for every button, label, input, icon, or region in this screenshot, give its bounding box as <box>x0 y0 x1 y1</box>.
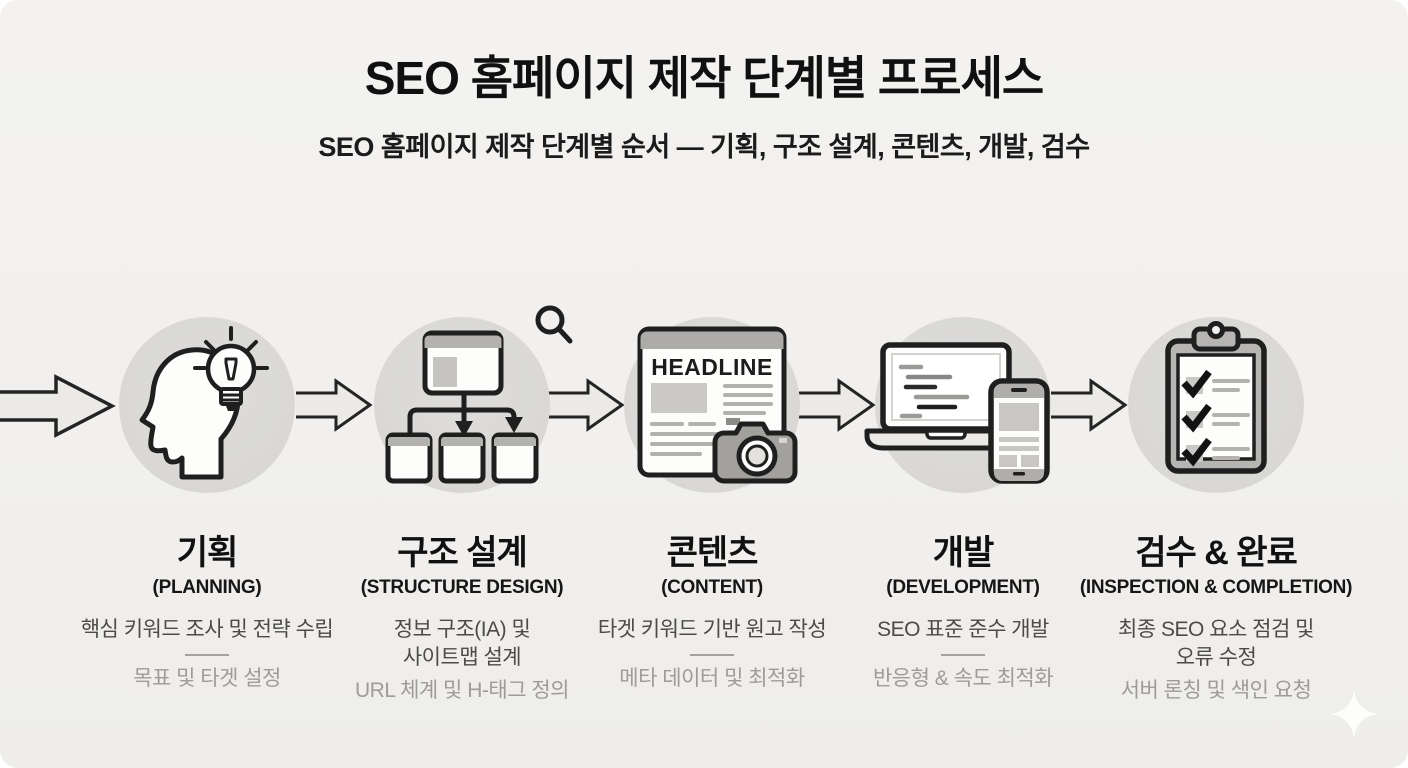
step-desc-primary: SEO 표준 준수 개발 <box>877 618 1049 641</box>
step-desc-primary: 핵심 키워드 조사 및 전략 수립 <box>80 618 334 641</box>
step-desc-primary: 정보 구조(IA) 및 사이트맵 설계 <box>393 618 531 669</box>
step-development: 개발 (DEVELOPMENT) SEO 표준 준수 개발 반응형 & 속도 최… <box>813 317 1113 693</box>
step-structure-design: 구조 설계 (STRUCTURE DESIGN) 정보 구조(IA) 및 사이트… <box>312 305 612 705</box>
step-content: HEADLINE 콘텐츠 <box>562 317 862 693</box>
idea-head-icon <box>119 317 295 493</box>
flow-start-arrow-icon <box>0 372 118 440</box>
flow-arrow-icon <box>799 377 877 433</box>
sitemap-icon <box>374 317 550 493</box>
step-title: 기획 <box>176 534 239 572</box>
step-divider <box>941 654 985 656</box>
page-title: SEO 홈페이지 제작 단계별 프로세스 <box>364 52 1044 104</box>
step-title: 검수 & 완료 <box>1135 534 1298 572</box>
step-desc-primary: 최종 SEO 요소 점검 및 오류 수정 <box>1118 618 1314 669</box>
article-camera-icon: HEADLINE <box>624 317 800 493</box>
svg-text:HEADLINE: HEADLINE <box>651 354 773 380</box>
step-desc-secondary: 목표 및 타겟 설정 <box>133 667 281 690</box>
step-desc-secondary: 메타 데이터 및 최적화 <box>619 667 805 690</box>
flow-arrow-icon <box>548 377 626 433</box>
flow-arrow-icon <box>296 377 374 433</box>
magnifier-icon <box>535 305 573 344</box>
step-planning: 기획 (PLANNING) 핵심 키워드 조사 및 전략 수립 목표 및 타겟 … <box>57 317 357 693</box>
header: SEO 홈페이지 제작 단계별 프로세스 SEO 홈페이지 제작 단계별 순서 … <box>0 0 1408 164</box>
step-subtitle-en: (CONTENT) <box>661 577 763 598</box>
devices-icon <box>864 317 1051 493</box>
step-desc-secondary: 반응형 & 속도 최적화 <box>872 667 1054 690</box>
checklist-icon <box>1128 317 1304 493</box>
step-subtitle-en: (STRUCTURE DESIGN) <box>360 577 564 598</box>
page-subtitle: SEO 홈페이지 제작 단계별 순서 — 기획, 구조 설계, 콘텐츠, 개발,… <box>318 132 1090 162</box>
step-subtitle-en: (INSPECTION & COMPLETION) <box>1079 577 1353 598</box>
step-desc-secondary: 서버 론칭 및 색인 요청 <box>1120 679 1312 702</box>
step-divider <box>185 654 229 656</box>
step-divider <box>690 654 734 656</box>
step-desc-primary: 타겟 키워드 기반 원고 작성 <box>597 618 827 641</box>
flow-arrow-icon <box>1051 377 1129 433</box>
step-title: 콘텐츠 <box>666 534 759 572</box>
step-subtitle-en: (DEVELOPMENT) <box>886 577 1040 598</box>
step-title: 개발 <box>932 534 995 572</box>
step-desc-secondary: URL 체계 및 H-태그 정의 <box>355 679 569 702</box>
step-inspection-completion: 검수 & 완료 (INSPECTION & COMPLETION) 최종 SEO… <box>1051 317 1381 705</box>
step-subtitle-en: (PLANNING) <box>152 577 262 598</box>
sparkle-icon <box>1330 690 1378 738</box>
step-title: 구조 설계 <box>397 534 528 572</box>
